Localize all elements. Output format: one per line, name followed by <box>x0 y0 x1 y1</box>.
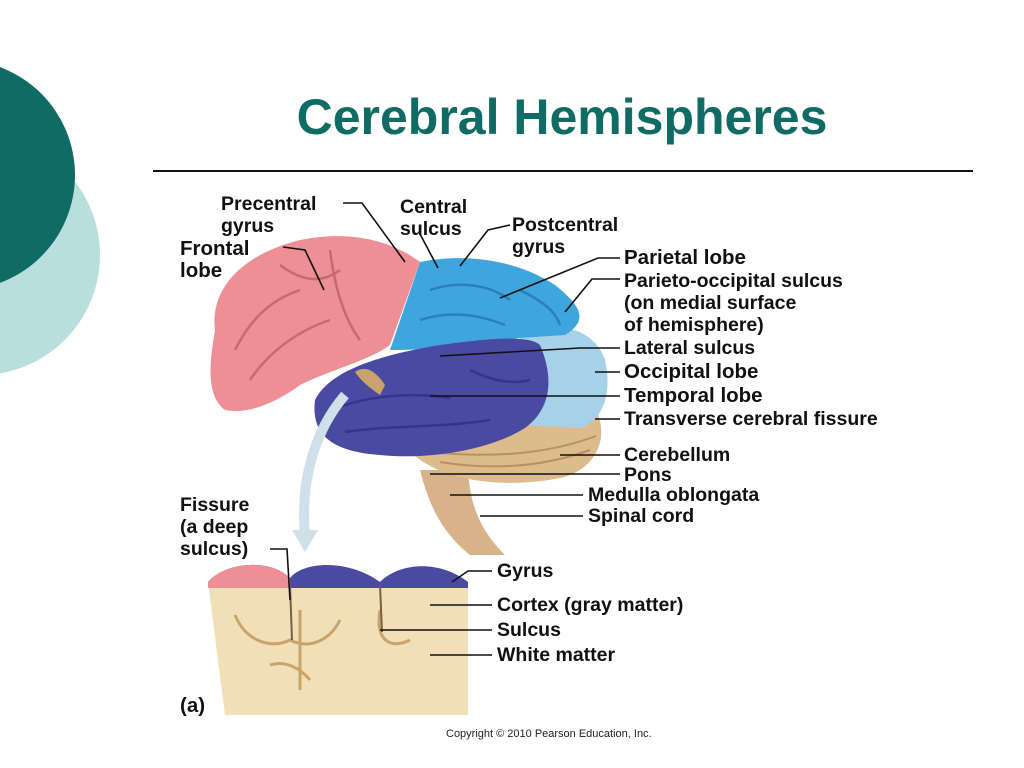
temporal-lobe-shape <box>314 338 549 457</box>
label-spinal-cord: Spinal cord <box>588 505 695 527</box>
panel-label: (a) <box>180 694 206 717</box>
label-central-sulcus: Central sulcus <box>400 196 468 240</box>
spinal-cord-shape <box>420 470 505 555</box>
dark-circle <box>0 67 75 283</box>
label-medulla-oblongata: Medulla oblongata <box>588 484 760 506</box>
label-parieto-occipital-sulcus: Parieto-occipital sulcus (on medial surf… <box>624 270 843 336</box>
cortex-block-side <box>208 582 468 715</box>
label-occipital-lobe: Occipital lobe <box>624 360 759 383</box>
label-fissure: Fissure (a deep sulcus) <box>180 494 250 560</box>
cerebellum-shape <box>405 415 602 483</box>
label-precentral-gyrus: Precentral gyrus <box>221 193 317 237</box>
parietal-lobe-shape <box>390 258 580 350</box>
slide-title: Cerebral Hemispheres <box>296 89 828 145</box>
slide-decoration <box>0 0 140 420</box>
label-pons: Pons <box>624 464 672 486</box>
label-sulcus: Sulcus <box>497 619 561 641</box>
label-frontal-lobe: Frontal lobe <box>180 237 250 282</box>
label-lateral-sulcus: Lateral sulcus <box>624 337 756 359</box>
label-cerebellum: Cerebellum <box>624 444 731 466</box>
label-postcentral-gyrus: Postcentral gyrus <box>512 214 619 258</box>
title-divider <box>153 170 973 172</box>
frontal-lobe-shape <box>210 236 420 411</box>
label-parietal-lobe: Parietal lobe <box>624 246 746 269</box>
label-temporal-lobe: Temporal lobe <box>624 384 763 407</box>
label-white-matter: White matter <box>497 644 616 666</box>
label-transverse-cerebral-fissure: Transverse cerebral fissure <box>624 408 878 430</box>
label-cortex: Cortex (gray matter) <box>497 594 684 616</box>
copyright-notice: Copyright © 2010 Pearson Education, Inc. <box>446 728 652 740</box>
label-gyrus: Gyrus <box>497 560 554 582</box>
leader-lines <box>270 202 620 656</box>
